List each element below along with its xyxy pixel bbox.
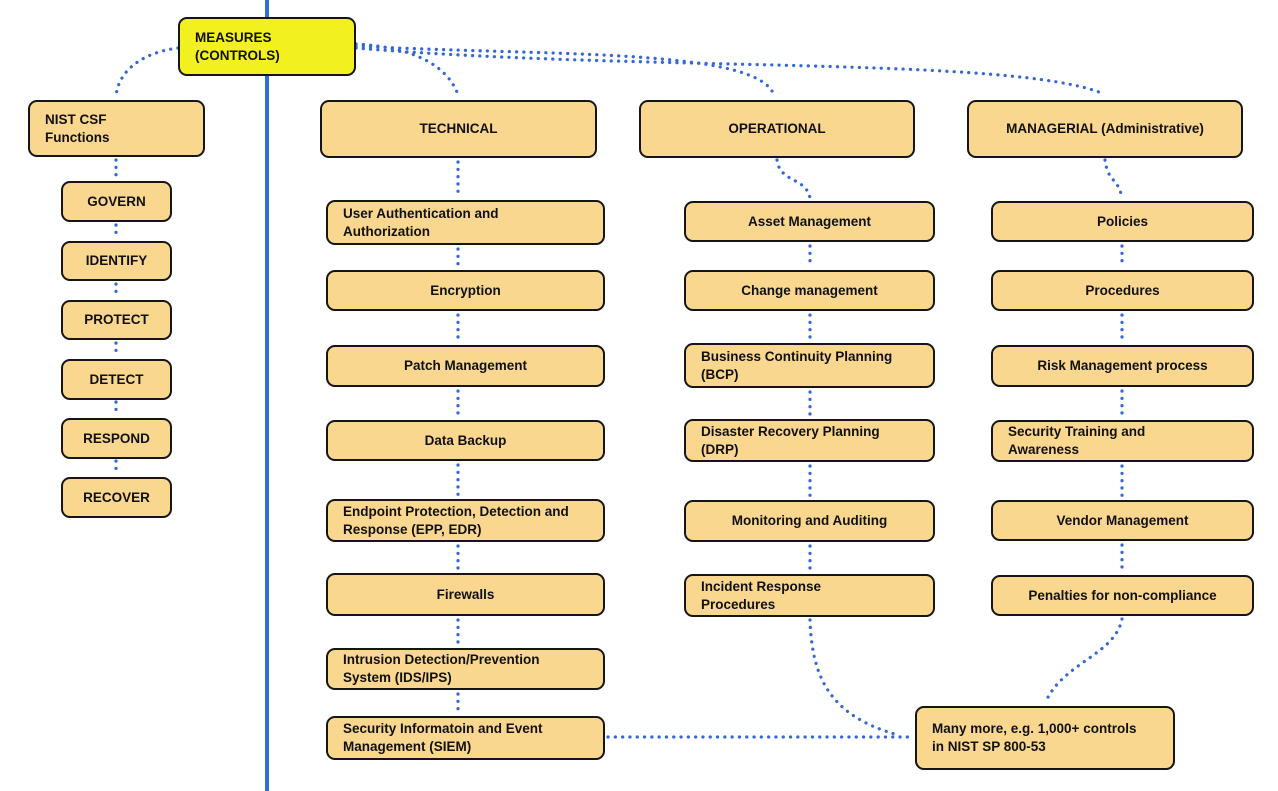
node-firewalls: Firewalls: [326, 573, 605, 616]
node-procedures: Procedures: [991, 270, 1254, 311]
node-risk-management: Risk Management process: [991, 345, 1254, 387]
node-function-detect: DETECT: [61, 359, 172, 400]
edge-measures-to-nist: [114, 46, 180, 98]
node-asset-management: Asset Management: [684, 201, 935, 242]
node-incident-response: Incident Response Procedures: [684, 574, 935, 617]
node-nist-csf-functions: NIST CSF Functions: [28, 100, 205, 157]
node-change-management: Change management: [684, 270, 935, 311]
node-endpoint-protection: Endpoint Protection, Detection and Respo…: [326, 499, 605, 542]
edge-operational-header: [775, 158, 812, 200]
node-operational-header: OPERATIONAL: [639, 100, 915, 158]
node-penalties: Penalties for non-compliance: [991, 575, 1254, 616]
node-function-protect: PROTECT: [61, 300, 172, 340]
node-ids-ips: Intrusion Detection/Prevention System (I…: [326, 648, 605, 690]
node-encryption: Encryption: [326, 270, 605, 311]
edge-managerial-header: [1103, 158, 1124, 200]
node-monitoring-auditing: Monitoring and Auditing: [684, 500, 935, 542]
edge-measures-to-technical: [354, 42, 459, 94]
node-measures-controls: MEASURES (CONTROLS): [178, 17, 356, 76]
node-technical-header: TECHNICAL: [320, 100, 597, 158]
node-patch-management: Patch Management: [326, 345, 605, 387]
node-policies: Policies: [991, 201, 1254, 242]
edge-managerial-to-manymore: [1045, 617, 1124, 701]
node-function-recover: RECOVER: [61, 477, 172, 518]
edge-measures-to-managerial: [354, 46, 1106, 96]
node-function-govern: GOVERN: [61, 181, 172, 222]
node-bcp: Business Continuity Planning (BCP): [684, 343, 935, 388]
edge-measures-to-operational: [354, 44, 774, 93]
node-function-identify: IDENTIFY: [61, 241, 172, 281]
node-vendor-management: Vendor Management: [991, 500, 1254, 541]
node-drp: Disaster Recovery Planning (DRP): [684, 419, 935, 462]
node-many-more-controls: Many more, e.g. 1,000+ controls in NIST …: [915, 706, 1175, 770]
node-data-backup: Data Backup: [326, 420, 605, 461]
node-security-training: Security Training and Awareness: [991, 420, 1254, 462]
node-user-authentication: User Authentication and Authorization: [326, 200, 605, 245]
node-managerial-header: MANAGERIAL (Administrative): [967, 100, 1243, 158]
edge-operational-to-manymore: [808, 618, 900, 737]
node-siem: Security Informatoin and Event Managemen…: [326, 716, 605, 760]
node-function-respond: RESPOND: [61, 418, 172, 459]
